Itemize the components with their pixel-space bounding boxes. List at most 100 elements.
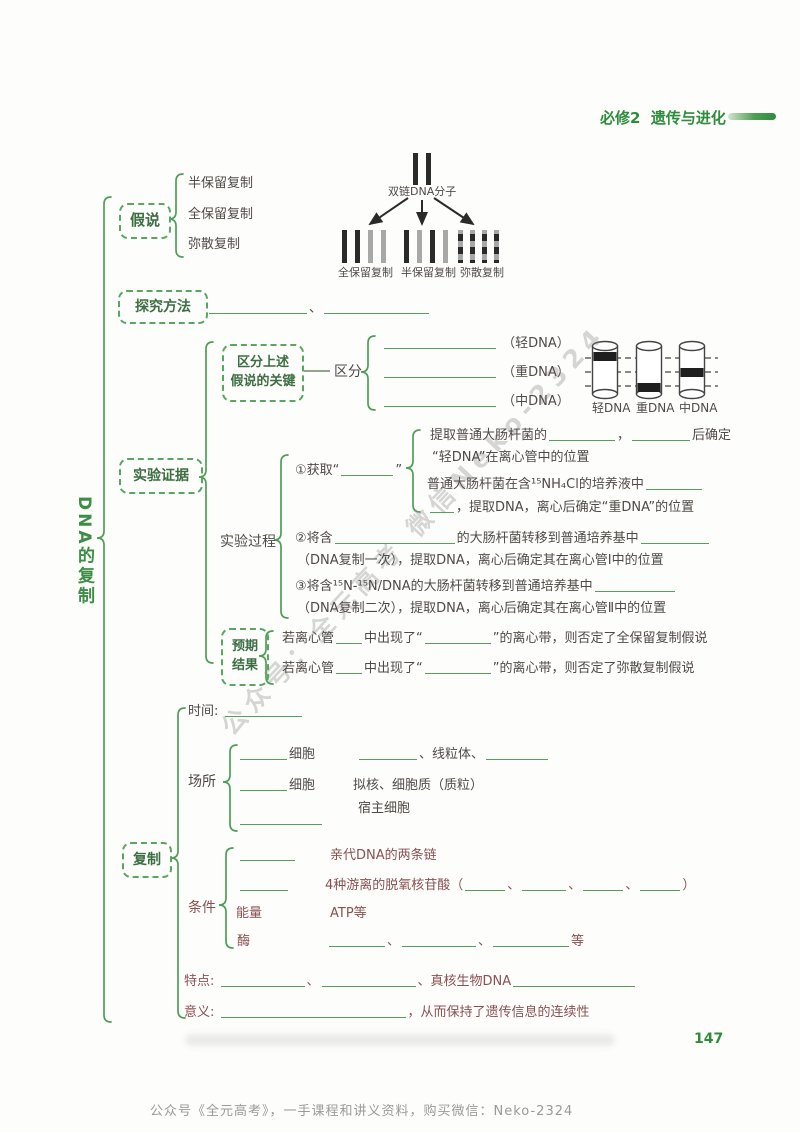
cond-r4-blank-3: [493, 934, 570, 947]
brace-condition: [218, 847, 234, 949]
step1b-line2-text: ，提取DNA，离心后确定“重DNA”的位置: [456, 500, 695, 515]
faded-print-smudge: [185, 1034, 615, 1046]
place-r3-blank: [240, 812, 322, 825]
features-blank-3: [513, 974, 636, 987]
step1a-line2: “轻DNA”在离心管中的位置: [432, 450, 590, 465]
significance-tail: ，从而保持了遗传信息的连续性: [407, 1005, 590, 1020]
cond-r2-nt-blank-3: [583, 878, 624, 891]
cond-r2-sep-3: 、: [625, 878, 639, 893]
place-r1-right-blank-1: [359, 747, 417, 760]
method-box-label: 探究方法: [135, 298, 191, 315]
step1a-comma: ，: [617, 428, 631, 443]
hypothesis-item-dispersive: 弥散复制: [188, 237, 241, 252]
model-label-dispersive: 弥散复制: [460, 266, 504, 279]
condition-row-3-value: ATP等: [330, 906, 367, 921]
key-box-line2: 假说的关键: [230, 374, 296, 389]
significance-row: 意义: ，从而保持了遗传信息的连续性: [184, 1005, 590, 1022]
features-blank-2: [321, 974, 416, 987]
condition-row-1-text: 亲代DNA的两条链: [330, 848, 437, 863]
step1-head: ①获取“”: [295, 463, 402, 480]
hypothesis-box-label: 假说: [129, 211, 160, 230]
step1a-line1: 提取普通大肠杆菌的 ， 后确定: [430, 428, 731, 445]
place-row-2-left: 细胞: [238, 778, 315, 795]
features-sep-2: 、真核生物DNA: [417, 974, 512, 989]
hypothesis-item-conservative: 全保留复制: [188, 207, 254, 222]
place-row-2-right: 拟核、细胞质（质粒）: [353, 778, 484, 793]
time-row: 时间:: [188, 704, 304, 721]
evidence-box-label: 实验证据: [133, 467, 189, 484]
parent-strand-1: [413, 153, 418, 185]
light-dna-blank: [384, 336, 496, 349]
condition-label: 条件: [188, 900, 216, 916]
condition-row-2-blank: [238, 878, 290, 895]
root-title-dna-replication: DNA的复制: [74, 496, 94, 607]
features-sep-1: 、: [306, 974, 320, 989]
step3-blank-1: [594, 579, 675, 592]
expected-row-1: 若离心管中出现了“”的离心带，则否定了全保留复制假说: [282, 631, 708, 648]
place-r1-right-mid: 、线粒体、: [419, 747, 485, 762]
place-r2-cell: 细胞: [289, 778, 316, 793]
cond-r2-blank: [240, 878, 288, 891]
step1a-line1-end: 后确定: [692, 428, 732, 443]
medium-dna-type-label: （中DNA）: [502, 394, 570, 409]
method-box: 探究方法: [118, 290, 208, 324]
replication-box: 复制: [122, 842, 172, 878]
brace-main: [96, 196, 112, 1023]
expected-r1-blank-band: [424, 631, 491, 644]
step2-line1-mid: 的大肠杆菌转移到普通培养基中: [456, 531, 639, 546]
tube-label-medium: 中DNA: [679, 401, 718, 415]
key-box: 区分上述 假说的关键: [222, 344, 304, 402]
step2-line2: （DNA复制一次），提取DNA，离心后确定其在离心管Ⅰ中的位置: [297, 553, 664, 568]
evidence-box: 实验证据: [119, 458, 203, 494]
brace-place: [222, 744, 238, 832]
features-blank-1: [220, 974, 305, 987]
arrow-to-conservative: [368, 197, 409, 226]
step1-head-blank: [341, 463, 394, 476]
distinguish-row-light: （轻DNA）: [382, 336, 570, 353]
process-label: 实验过程: [220, 534, 276, 550]
step1-head-text: ①获取“: [295, 463, 340, 478]
header-volume: 必修2: [600, 109, 641, 127]
method-blank-1: [209, 301, 307, 314]
centrifuge-tubes: [585, 340, 718, 400]
condition-row-2-text: 4种游离的脱氧核苷酸（、、、）: [325, 878, 695, 895]
place-row-3-right: 宿主细胞: [358, 801, 411, 816]
brace-process: [273, 454, 289, 619]
arrow-to-dispersive: [433, 197, 475, 226]
step1a-blank-2: [632, 428, 691, 441]
cond-r4-sep-1: 、: [387, 934, 401, 949]
conservative-model-bars: [342, 230, 386, 263]
step3-line2: （DNA复制二次），提取DNA，离心后确定其在离心管Ⅱ中的位置: [297, 601, 667, 616]
cond-r1-blank: [240, 848, 295, 861]
step2-blank-2: [640, 531, 709, 544]
cond-r2-sep-1: 、: [507, 878, 521, 893]
condition-row-4-label: 酶: [237, 934, 251, 949]
features-row: 特点: 、、真核生物DNA: [184, 974, 637, 991]
medium-dna-blank: [384, 394, 496, 407]
distinguish-row-heavy: （重DNA）: [382, 365, 570, 382]
place-row-1-left: 细胞: [238, 747, 315, 764]
cond-r4-blank-1: [329, 934, 385, 947]
place-r1-cell: 细胞: [289, 747, 316, 762]
cond-r2-nt-blank-2: [522, 878, 567, 891]
parent-strand-2: [426, 153, 431, 185]
key-box-line1: 区分上述: [236, 355, 289, 371]
brace-distinguish: [360, 335, 376, 411]
model-label-conservative: 全保留复制: [338, 266, 393, 279]
expected-r2-start: 若离心管: [282, 661, 335, 676]
place-label: 场所: [188, 774, 216, 790]
time-label: 时间:: [188, 704, 219, 719]
distinguish-label: 区分: [334, 364, 362, 380]
expected-r2-mid: 中出现了“: [364, 661, 423, 676]
expected-row-2: 若离心管中出现了“”的离心带，则否定了弥散复制假说: [282, 661, 695, 678]
heavy-dna-blank: [384, 365, 496, 378]
expected-box-line2: 结果: [231, 658, 258, 673]
page-number: 147: [694, 1031, 724, 1047]
tube-label-light: 轻DNA: [592, 401, 631, 415]
expected-r1-blank-tube: [336, 631, 363, 644]
cond-r4-blank-2: [402, 934, 477, 947]
step1a-line1-text: 提取普通大肠杆菌的: [430, 428, 548, 443]
brace-step1: [405, 429, 421, 513]
expected-r1-end: ”的离心带，则否定了全保留复制假说: [492, 631, 708, 646]
